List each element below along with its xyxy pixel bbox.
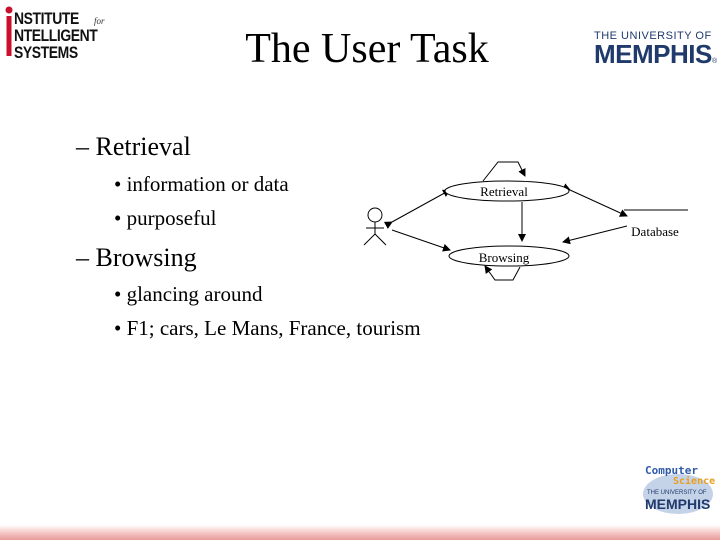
browsing-node (448, 245, 570, 267)
slide-title: The User Task (245, 26, 489, 72)
bullet-information-or-data: • information or data (114, 172, 289, 196)
browsing-loop-arrow (484, 265, 521, 281)
university-logo-top: THE UNIVERSITY OF (594, 30, 712, 42)
arrow-user-to-browsing (391, 229, 451, 252)
bottom-decorative-bar (0, 525, 720, 540)
bullet-glancing-around: • glancing around (114, 282, 263, 306)
university-logo: THE UNIVERSITY OF MEMPHIS ® (592, 30, 718, 70)
bullet-retrieval: – Retrieval (76, 132, 191, 161)
bullet-purposeful: • purposeful (114, 206, 217, 230)
computer-science-logo: Computer Science THE UNIVERSITY OF MEMPH… (637, 462, 717, 520)
institute-logo: NSTITUTE for NTELLIGENT SYSTEMS (2, 2, 112, 64)
institute-logo-line3: SYSTEMS (14, 43, 78, 62)
bullet-f1-cars: • F1; cars, Le Mans, France, tourism (114, 316, 421, 340)
institute-logo-for: for (94, 16, 105, 26)
arrow-user-to-retrieval (383, 189, 451, 229)
cs-logo-univ: THE UNIVERSITY OF (647, 490, 707, 496)
cs-logo-circle-icon (643, 474, 713, 514)
database-node-label: Database (631, 224, 679, 239)
retrieval-node (444, 180, 570, 202)
retrieval-loop-arrow (482, 161, 526, 182)
cs-logo-top: Computer (645, 464, 698, 477)
university-logo-main: MEMPHIS (594, 39, 712, 69)
cs-logo-main: MEMPHIS (645, 496, 711, 512)
cs-logo-mid: Science (673, 476, 716, 487)
bullet-browsing: – Browsing (76, 243, 197, 272)
institute-i-mark-icon (5, 6, 13, 56)
user-stick-figure-icon (363, 207, 387, 246)
browsing-node-label: Browsing (479, 250, 530, 265)
arrow-database-to-browsing (562, 225, 628, 245)
institute-logo-line1: NSTITUTE (14, 9, 79, 28)
arrow-retrieval-database (561, 183, 628, 217)
retrieval-node-label: Retrieval (480, 184, 528, 199)
university-logo-mark: ® (712, 58, 718, 65)
institute-logo-line2: NTELLIGENT (14, 26, 98, 45)
